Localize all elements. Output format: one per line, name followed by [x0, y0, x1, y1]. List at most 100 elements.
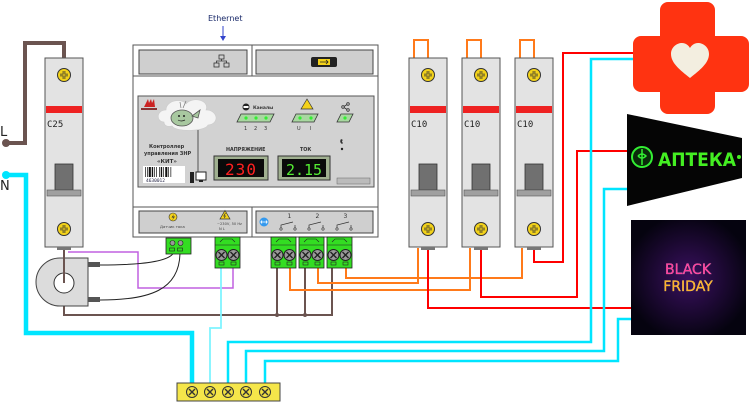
pharmacy-sign: АПТЕКА: [627, 114, 742, 206]
wire-neutral-bf: [263, 317, 632, 383]
relay-number: 1: [288, 213, 292, 220]
breaker-toggle[interactable]: [418, 163, 438, 191]
terminal-relay-1[interactable]: [270, 236, 297, 269]
screw-icon: [271, 248, 284, 262]
barcode-number: 4630012: [146, 178, 165, 184]
black-friday-line1: BLACK: [665, 262, 712, 278]
terminal-relay-3[interactable]: [326, 236, 353, 269]
main-breaker[interactable]: C25: [44, 57, 84, 250]
screw-icon: [56, 67, 72, 83]
heart-icon: [671, 43, 709, 78]
phase-label: L: [0, 125, 8, 140]
screw-icon: [339, 248, 352, 262]
wire-load-bf: [427, 248, 640, 309]
breaker-toggle[interactable]: [54, 163, 74, 191]
relay-number: 3: [344, 213, 348, 220]
phase-terminal-dot: [2, 139, 10, 147]
wire-power-N: [209, 268, 222, 383]
manufacturer-logo-icon: [336, 177, 371, 185]
screw-icon: [283, 248, 296, 262]
warning-icon: [300, 98, 314, 110]
breaker-stripe: [46, 106, 82, 113]
screw-icon: [526, 221, 542, 237]
screw-icon: [311, 248, 324, 262]
branch-breaker-rating: C10: [517, 120, 533, 130]
wire-phase-in: [8, 41, 66, 145]
breaker-stripe: [463, 106, 499, 113]
breaker-toggle[interactable]: [471, 163, 491, 191]
computer-icon: [190, 171, 207, 183]
branch-breaker-rating: C10: [411, 120, 427, 130]
channel-number-1: 1: [244, 126, 247, 132]
screw-icon: [327, 248, 340, 262]
voltage-label: НАПРЯЖЕНИЕ: [226, 147, 265, 153]
lightning-icon: [168, 212, 178, 222]
relay-contact-icon: 2: [307, 213, 325, 231]
black-friday-line2: FRIDAY: [663, 279, 713, 295]
current-transformer: [35, 250, 100, 307]
neutral-label: N: [0, 179, 10, 194]
screw-icon: [526, 67, 542, 83]
relay-contact-icon: 1: [279, 213, 297, 231]
controller-title-2: управления ЗНР: [144, 151, 192, 157]
breaker-toggle[interactable]: [524, 163, 544, 191]
neutral-busbar: [176, 382, 281, 402]
wire-neutral-in: [6, 172, 195, 383]
branch-breaker-rating: C10: [464, 120, 480, 130]
share-indicator-group: [336, 102, 354, 123]
controller-title-1: Контроллер: [149, 144, 185, 150]
power-label: ~230V, 50 Hz: [217, 222, 242, 226]
main-breaker-rating: C25: [47, 120, 63, 130]
channels-label: Каналы: [253, 105, 273, 111]
phone-icon: [340, 139, 344, 151]
relay-icon: [259, 217, 269, 227]
screw-icon: [215, 248, 228, 262]
branch-breaker-3[interactable]: C10: [514, 57, 554, 250]
terminal-power[interactable]: [214, 236, 241, 269]
relay-output-panel: [255, 210, 374, 234]
controller-kit: Контроллер управления ЗНР «КИТ» 4630012 …: [132, 44, 379, 238]
terminal-sensor[interactable]: [165, 237, 192, 255]
channel-number-2: 2: [254, 126, 257, 132]
current-value: 2.15: [286, 161, 322, 179]
wire-neutral-pharmacy: [244, 187, 630, 383]
alarm-label-u: U: [297, 126, 301, 132]
network-icon[interactable]: [213, 54, 230, 68]
alarm-indicator-group: U I: [291, 98, 319, 132]
screw-icon: [420, 221, 436, 237]
power-terminals-label: N L: [219, 227, 225, 231]
voltage-display: [218, 159, 264, 177]
screw-icon: [420, 67, 436, 83]
sensor-label: Датчик тока: [160, 224, 185, 229]
screw-icon: [473, 67, 489, 83]
alarm-label-i: I: [310, 126, 311, 132]
relay-number: 2: [316, 213, 320, 220]
screw-icon: [227, 248, 240, 262]
screw-icon: [56, 221, 72, 237]
wires: [2, 39, 640, 383]
wire-relay2-out: [317, 248, 419, 284]
branch-breaker-1[interactable]: C10: [408, 57, 448, 250]
terminal-relay-2[interactable]: [298, 236, 325, 269]
power-input-panel: [138, 210, 248, 234]
wire-power-L: [68, 251, 234, 289]
wire-relay1-out: [289, 248, 471, 291]
channel-indicator-group: Каналы 1 2 3: [236, 103, 275, 132]
controller-title-3: «КИТ»: [157, 159, 177, 165]
wire-bridge-2: [466, 39, 482, 60]
breaker-stripe: [516, 106, 552, 113]
branch-breaker-2[interactable]: C10: [461, 57, 501, 250]
black-friday-sign: BLACK FRIDAY: [631, 220, 746, 335]
ethernet-arrow-icon: [220, 26, 226, 41]
current-label: ТОК: [300, 147, 311, 153]
wire-bridge-1: [413, 39, 429, 60]
barcode: 4630012: [143, 166, 185, 184]
voltage-value: 230: [225, 160, 257, 179]
connector-icon[interactable]: [311, 57, 337, 67]
medical-cross-sign: [633, 2, 749, 114]
ethernet-port-panel: [138, 49, 248, 75]
ethernet-label: Ethernet: [208, 14, 242, 23]
wire-sensor-1: [99, 251, 175, 266]
relay-contact-icon: 3: [335, 213, 353, 231]
